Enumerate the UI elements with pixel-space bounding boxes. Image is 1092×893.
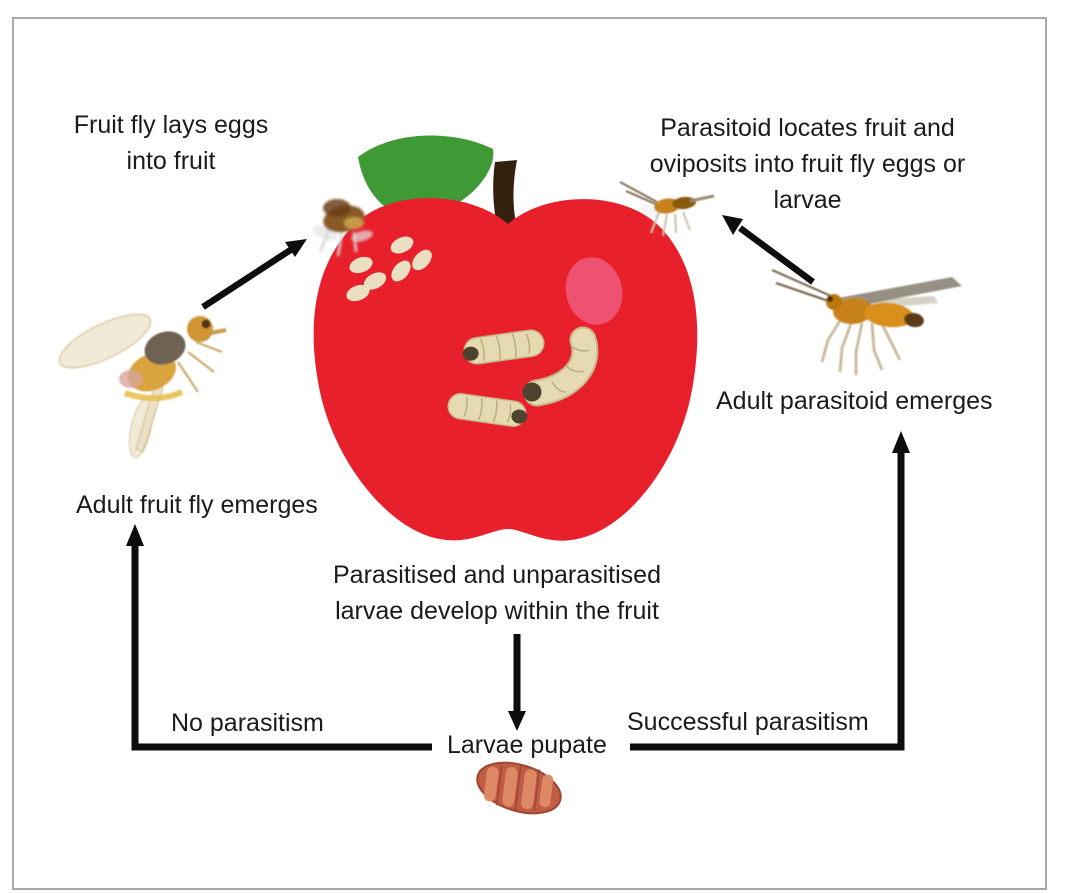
pupa-image [476,761,562,815]
apple-leaf [358,135,494,218]
arrow-fly-to-apple [201,239,307,310]
label-adult-fruit-fly-emerges: Adult fruit fly emerges [76,491,318,519]
label-no-parasitism: No parasitism [171,709,324,737]
larva [522,326,599,407]
apple-body [313,197,698,541]
arrow-develop-to-pupate [508,634,526,731]
fruit-fly-image [58,313,227,459]
small-parasitoid-on-apple-icon [619,181,715,237]
arrow-wasp-to-apple [722,215,815,285]
larva [447,393,528,427]
arrow-no-parasitism-path [126,524,432,751]
label-larvae-develop: Parasitised and unparasitised larvae dev… [333,561,661,625]
arrow-successful-parasitism-path [630,431,910,751]
label-parasitoid-locates: Parasitoid locates fruit and oviposits i… [649,114,966,214]
label-larvae-pupate: Larvae pupate [447,731,607,759]
larvae-in-fruit [447,326,599,427]
label-fruit-fly-lays-eggs: Fruit fly lays eggs into fruit [73,111,269,175]
diagram-border [12,17,1047,890]
label-successful-parasitism: Successful parasitism [627,708,869,736]
larva [462,329,545,365]
label-adult-parasitoid-emerges: Adult parasitoid emerges [716,387,993,415]
small-fruit-fly-on-apple-icon [312,199,373,257]
apple-illustration [313,135,698,541]
parasitoid-wasp-image [771,269,962,375]
apple-highlight [565,257,623,325]
fruit-fly-eggs [346,236,432,302]
